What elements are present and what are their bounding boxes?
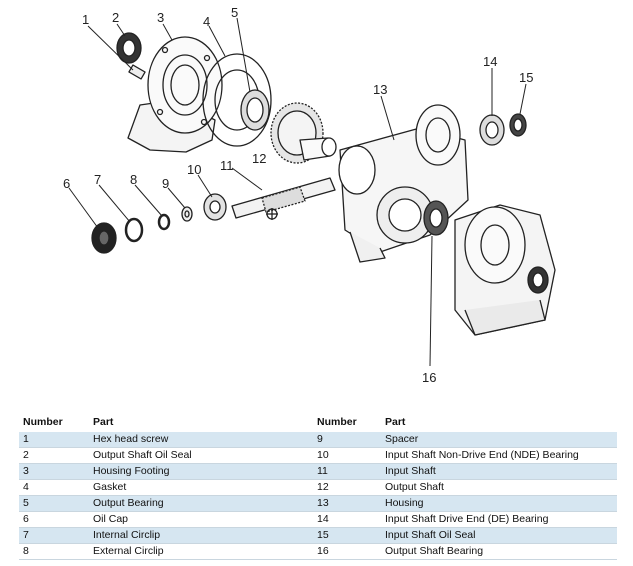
callout-11: 11 [220,158,234,173]
callout-4: 4 [203,14,210,29]
callout-15: 15 [519,70,533,85]
housing-footing-drawing [127,36,223,153]
part-number: 3 [19,463,89,480]
leader-lines [68,17,527,367]
part-name: Input Shaft Non-Drive End (NDE) Bearing [381,447,617,464]
callout-8: 8 [130,172,137,187]
part-name: Output Shaft Oil Seal [89,447,313,464]
table-row: 1 Hex head screw 9 Spacer [19,432,617,448]
callout-3: 3 [157,10,164,25]
part-name: Output Shaft [381,479,617,496]
de-bearing-drawing [479,114,505,146]
callout-16: 16 [422,370,436,385]
part-name: Hex head screw [89,432,313,448]
part-number: 1 [19,432,89,448]
header-number: Number [23,416,63,428]
part-name: Housing Footing [89,463,313,480]
output-shaft-oil-seal-drawing [116,32,142,64]
table-row: 8 External Circlip 16 Output Shaft Beari… [19,543,617,560]
part-number: 14 [313,511,381,528]
part-name: Input Shaft [381,463,617,480]
callout-5: 5 [231,5,238,20]
callout-labels: 1 2 3 4 5 6 7 8 9 10 11 12 13 14 15 16 [63,5,533,385]
table-row: 7 Internal Circlip 15 Input Shaft Oil Se… [19,527,617,544]
part-name: External Circlip [89,543,313,560]
header-number-2: Number [317,416,357,428]
part-number: 5 [19,495,89,512]
housing-drawing [338,104,469,263]
exploded-gearbox-diagram: 1 2 3 4 5 6 7 8 9 10 11 12 13 14 15 16 [63,5,556,385]
nde-bearing-drawing [203,193,227,221]
right-housing-footing-drawing [454,204,556,336]
callout-7: 7 [94,172,101,187]
internal-circlip-drawing [124,217,144,243]
part-name: Gasket [89,479,313,496]
table-row: 5 Output Bearing 13 Housing [19,495,617,512]
part-name: Internal Circlip [89,527,313,544]
part-number: 4 [19,479,89,496]
part-number: 11 [313,463,381,480]
part-name: Output Shaft Bearing [381,543,617,560]
hex-head-screw-drawing [128,64,146,80]
spacer-drawing [181,206,193,222]
callout-14: 14 [483,54,497,69]
callout-12: 12 [252,151,266,166]
part-number: 10 [313,447,381,464]
parts-table: Number Part Number Part 1 Hex head screw… [19,413,617,560]
part-name: Spacer [381,432,617,448]
header-part-2: Part [385,416,406,428]
table-row: 4 Gasket 12 Output Shaft [19,479,617,496]
part-number: 15 [313,527,381,544]
part-number: 9 [313,432,381,448]
part-name: Input Shaft Drive End (DE) Bearing [381,511,617,528]
part-number: 13 [313,495,381,512]
callout-10: 10 [187,162,201,177]
output-shaft-drawing [270,102,337,164]
part-name: Input Shaft Oil Seal [381,527,617,544]
part-number: 12 [313,479,381,496]
callout-9: 9 [162,176,169,191]
external-circlip-drawing [157,213,171,231]
output-bearing-drawing [240,89,270,131]
table-row: 2 Output Shaft Oil Seal 10 Input Shaft N… [19,447,617,464]
part-name: Output Bearing [89,495,313,512]
part-name: Housing [381,495,617,512]
table-row: 3 Housing Footing 11 Input Shaft [19,463,617,480]
input-shaft-oil-seal-drawing [509,113,527,137]
output-shaft-bearing-drawing [423,200,449,236]
part-number: 8 [19,543,89,560]
table-header-row: Number Part Number Part [19,413,617,432]
part-number: 7 [19,527,89,544]
part-number: 2 [19,447,89,464]
callout-6: 6 [63,176,70,191]
header-part: Part [93,416,114,428]
callout-13: 13 [373,82,387,97]
callout-1: 1 [82,12,89,27]
table-row: 6 Oil Cap 14 Input Shaft Drive End (DE) … [19,511,617,528]
part-name: Oil Cap [89,511,313,528]
part-number: 6 [19,511,89,528]
input-shaft-drawing [231,177,336,220]
callout-2: 2 [112,10,119,25]
part-number: 16 [313,543,381,560]
oil-cap-drawing [91,222,117,254]
